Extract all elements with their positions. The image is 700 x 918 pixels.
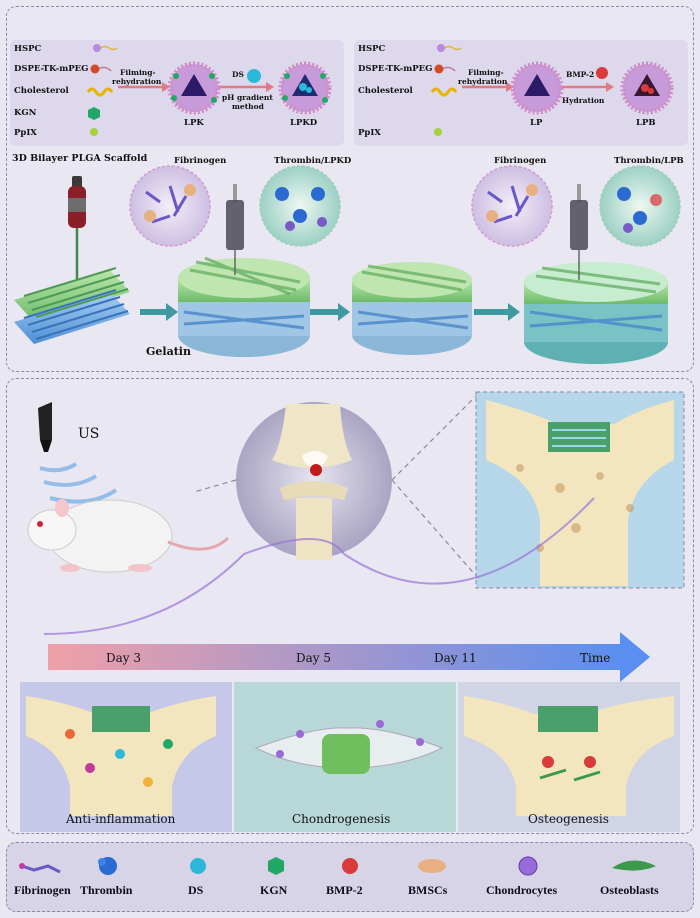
ppix-icon xyxy=(434,128,442,136)
liposome-lp xyxy=(510,61,564,115)
phase-osteogenesis: Osteogenesis xyxy=(528,812,609,826)
implant-scene xyxy=(20,391,685,832)
syringe-icon xyxy=(570,184,588,280)
phase-chondrogenesis: Chondrogenesis xyxy=(292,812,391,826)
dspe-icon xyxy=(90,64,112,74)
timeline-time: Time xyxy=(580,651,611,665)
component-dspe: DSPE-TK-mPEG xyxy=(14,64,89,74)
ppix-icon xyxy=(90,128,98,136)
us-label: US xyxy=(78,426,100,442)
rehydration-label-1: rehydration xyxy=(112,77,162,86)
component-ppix: PpIX xyxy=(14,128,37,138)
thrombin-icon xyxy=(98,857,117,875)
timeline-arrow xyxy=(48,632,650,682)
bone-zoom-box xyxy=(475,391,685,589)
legend-kgn: KGN xyxy=(260,883,288,897)
osteoblasts-icon xyxy=(612,860,656,871)
legend-bmp2: BMP-2 xyxy=(326,883,363,897)
middle-panel xyxy=(6,378,694,834)
scaffold-title: 3D Bilayer PLGA Scaffold xyxy=(12,153,148,164)
fibrinogen-label-1: Fibrinogen xyxy=(174,156,227,166)
bmp2-label: BMP-2 xyxy=(566,70,595,79)
bmp2-icon xyxy=(342,858,358,874)
cholesterol-icon xyxy=(86,87,114,97)
scaffold-4 xyxy=(524,262,668,364)
rehydration-label-2: rehydration xyxy=(458,77,508,86)
method-label: method xyxy=(232,102,264,111)
fibrinogen-label-2: Fibrinogen xyxy=(494,156,547,166)
fibrinogen-zoom-2 xyxy=(471,165,553,247)
legend-icons xyxy=(19,856,656,876)
component-ppix-2: PpIX xyxy=(358,128,381,138)
legend-fibrinogen: Fibrinogen xyxy=(14,883,71,897)
lpb-label: LPB xyxy=(636,118,656,128)
process-arrows xyxy=(140,303,520,321)
liposome-lpb xyxy=(620,61,674,115)
scope-curve xyxy=(43,497,595,635)
cartilage-chondro xyxy=(254,720,444,774)
fibrinogen-icon xyxy=(19,863,61,874)
chondrocytes-icon xyxy=(518,856,538,876)
ultrasound-probe-icon xyxy=(38,402,52,452)
phase-anti-inflammation: Anti-inflammation xyxy=(66,812,176,826)
component-dspe-2: DSPE-TK-mPEG xyxy=(358,64,433,74)
component-kgn: KGN xyxy=(14,108,37,118)
legend-ds: DS xyxy=(188,883,204,897)
kgn-icon xyxy=(268,857,284,875)
thrombin-lpkd-label: Thrombin/LPKD xyxy=(274,156,352,166)
ds-ball xyxy=(247,69,261,83)
hydration-label: Hydration xyxy=(562,96,605,105)
dspe-icon xyxy=(434,64,456,74)
gelatin-label: Gelatin xyxy=(146,345,191,358)
kgn-icon xyxy=(88,107,100,120)
component-hspc: HSPC xyxy=(14,44,42,54)
legend-osteoblasts: Osteoblasts xyxy=(600,883,659,897)
legend-chondrocytes: Chondrocytes xyxy=(486,883,558,897)
timeline-day11: Day 11 xyxy=(434,651,477,665)
scaffold-process xyxy=(14,165,681,364)
lpk-label: LPK xyxy=(184,118,204,128)
scaffold-3 xyxy=(352,262,472,355)
scaffold-2 xyxy=(178,256,310,357)
component-hspc-2: HSPC xyxy=(358,44,386,54)
timeline-day3: Day 3 xyxy=(106,651,142,665)
ds-icon xyxy=(190,858,206,874)
thrombin-lpb-label: Thrombin/LPB xyxy=(614,156,684,166)
filming-label-2: Filming- xyxy=(468,68,504,77)
thrombin-zoom-1 xyxy=(259,165,341,247)
liposome-lpk xyxy=(167,61,221,115)
filming-label-1: Filming- xyxy=(120,68,156,77)
legend-thrombin: Thrombin xyxy=(80,883,133,897)
syringe-icon xyxy=(226,184,244,275)
thrombin-zoom-2 xyxy=(599,165,681,247)
lp-label: LP xyxy=(530,118,543,128)
cholesterol-icon xyxy=(430,87,458,97)
fibrinogen-zoom-1 xyxy=(129,165,211,247)
bmp2-ball xyxy=(596,67,608,79)
timeline-day5: Day 5 xyxy=(296,651,332,665)
bone-anti xyxy=(26,696,216,816)
legend-panel xyxy=(6,842,694,912)
top-panel xyxy=(6,6,694,372)
zoom-guides xyxy=(193,395,479,579)
scaffold-1 xyxy=(14,267,130,344)
hspc-icon xyxy=(93,44,118,52)
printer-nozzle-icon xyxy=(68,176,86,280)
component-cholesterol-2: Cholesterol xyxy=(358,86,413,96)
ph-gradient-label: pH gradient xyxy=(222,93,273,102)
bone-osteo xyxy=(464,696,674,816)
liposome-lpkd xyxy=(278,61,332,115)
hspc-icon xyxy=(437,44,462,52)
ds-label: DS xyxy=(232,70,244,79)
knee-joint xyxy=(236,402,392,560)
component-icons xyxy=(86,44,674,136)
component-cholesterol: Cholesterol xyxy=(14,86,69,96)
rat-icon xyxy=(27,499,230,573)
lpkd-label: LPKD xyxy=(290,118,318,128)
legend-bmscs: BMSCs xyxy=(408,883,448,897)
bmscs-icon xyxy=(418,859,446,873)
